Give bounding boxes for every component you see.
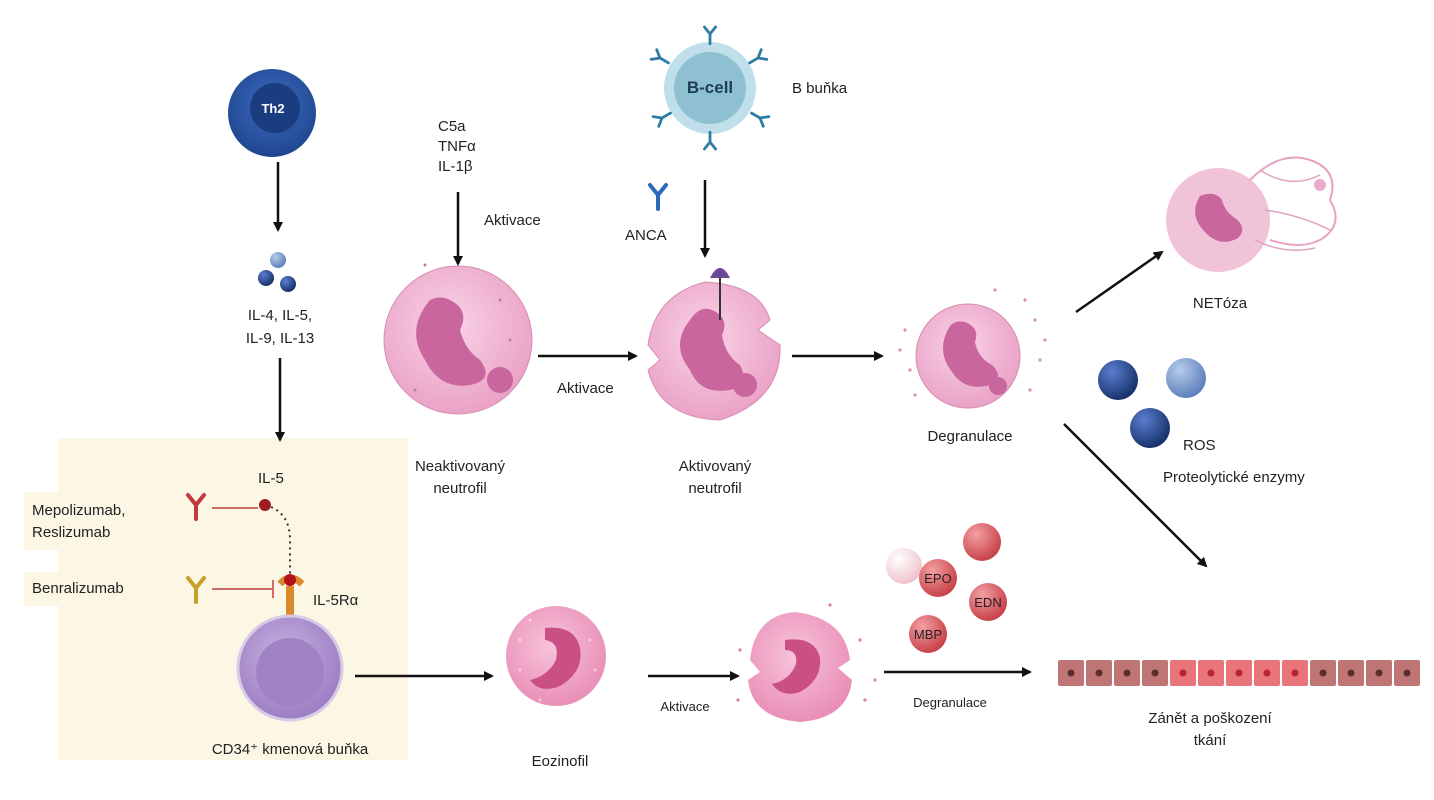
eosinophil xyxy=(506,606,606,706)
il5ra-label: IL-5Rα xyxy=(313,592,359,609)
tissue-cell-nucleus xyxy=(1291,669,1299,677)
tissue-cell-nucleus xyxy=(1095,669,1103,677)
tissue-cell-nucleus xyxy=(1151,669,1159,677)
eosinophil-degranulation-label: Degranulace xyxy=(913,695,987,710)
tissue-cell-nucleus xyxy=(1207,669,1215,677)
tissue-cell-nucleus xyxy=(1263,669,1271,677)
il5-molecule xyxy=(259,499,271,511)
stem-cell-label: CD34⁺ kmenová buňka xyxy=(211,741,369,758)
tissue-cell-nucleus xyxy=(1347,669,1355,677)
eosinophil-activation-label: Aktivace xyxy=(660,699,710,714)
il5ra-receptor xyxy=(277,574,305,630)
mepolizumab-label-2: Reslizumab xyxy=(32,524,111,541)
tissue-damage-label-2: tkání xyxy=(1193,732,1227,749)
unactivated-neutrophil-label-1: Neaktivovaný xyxy=(414,458,506,475)
mepolizumab-label-1: Mepolizumab, xyxy=(32,502,126,519)
arrow-to-tissue xyxy=(1063,423,1208,568)
tissue-cell-nucleus xyxy=(1235,669,1243,677)
neutrophil-degranulation-label: Degranulace xyxy=(927,428,1013,445)
activation-top-label: Aktivace xyxy=(484,212,541,229)
cytokine-spheres xyxy=(258,252,296,292)
degranulating-neutrophil xyxy=(898,288,1047,409)
anca-label: ANCA xyxy=(625,227,667,244)
granule-edn: EDN xyxy=(974,595,1002,610)
activated-eosinophil xyxy=(736,603,877,722)
cytokines-label-2: IL-9, IL-13 xyxy=(245,330,315,347)
tissue-cell-nucleus xyxy=(1179,669,1187,677)
proteolytic-enzymes-label: Proteolytické enzymy xyxy=(1163,469,1305,486)
netosis-label: NETóza xyxy=(1192,295,1248,312)
b-cell xyxy=(649,25,771,151)
netosis-cell xyxy=(1166,156,1337,272)
activator-il1b: IL-1β xyxy=(438,158,473,175)
b-cell-label: B buňka xyxy=(792,80,848,97)
activator-c5a: C5a xyxy=(438,118,466,135)
tissue-damage-label-1: Zánět a poškození xyxy=(1148,710,1272,727)
activated-neutrophil-label-2: neutrofil xyxy=(688,480,742,497)
granule-epo: EPO xyxy=(924,571,952,586)
anca-antibody xyxy=(648,183,668,211)
granule-proteins xyxy=(886,523,1007,653)
benralizumab-label: Benralizumab xyxy=(32,580,124,597)
unactivated-neutrophil xyxy=(383,263,533,415)
unactivated-neutrophil-label-2: neutrofil xyxy=(433,480,487,497)
tissue-cell-nucleus xyxy=(1123,669,1131,677)
ros-label: ROS xyxy=(1183,437,1216,454)
stem-cell xyxy=(236,614,344,722)
tissue-cell-nucleus xyxy=(1319,669,1327,677)
ros-spheres xyxy=(1098,358,1206,448)
th2-cell-label: Th2 xyxy=(261,101,285,116)
granule-mbp: MBP xyxy=(913,627,943,642)
b-cell-cell-label: B-cell xyxy=(686,78,734,97)
activated-neutrophil xyxy=(647,268,781,421)
activation-mid-label: Aktivace xyxy=(557,380,614,397)
drug-label-bg-1 xyxy=(24,492,172,550)
arrow-to-netosis xyxy=(1075,250,1164,314)
activated-neutrophil-label-1: Aktivovaný xyxy=(678,458,752,475)
tissue-cell-nucleus xyxy=(1067,669,1075,677)
tissue-cell-nucleus xyxy=(1403,669,1411,677)
tissue-cell-nucleus xyxy=(1375,669,1383,677)
th2-cell xyxy=(228,69,316,157)
cytokines-label-1: IL-4, IL-5, xyxy=(247,307,313,324)
activator-tnfa: TNFα xyxy=(438,138,476,155)
drug-label-bg-2 xyxy=(24,572,172,606)
il5-label: IL-5 xyxy=(258,470,284,487)
eosinophil-label: Eozinofil xyxy=(531,753,589,770)
tissue-strip xyxy=(1058,660,1420,686)
